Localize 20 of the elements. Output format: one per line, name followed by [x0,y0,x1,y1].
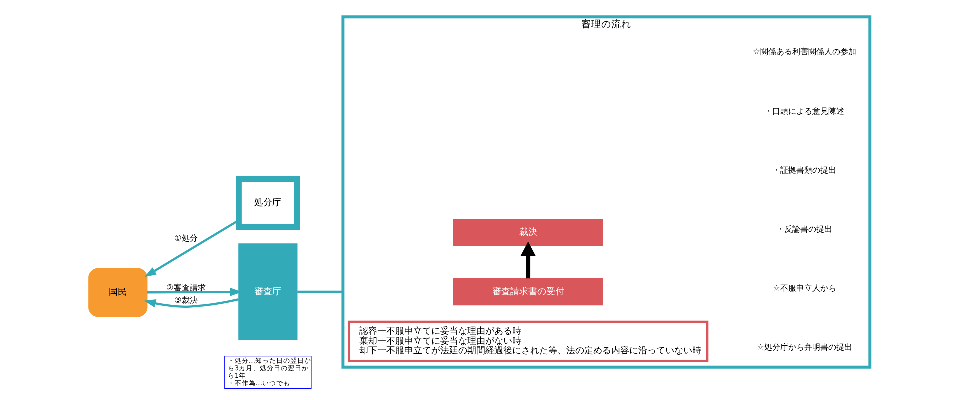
node-box: 裁決 [452,219,603,247]
node-box: 審査庁 [238,244,298,340]
label: ・反論書の提出 [776,224,832,234]
edge-label: ①処分 [174,232,198,243]
node-box: 国民 [88,268,148,318]
label: ☆関係ある利害関係人の参加 [752,46,856,57]
arrow [520,242,536,279]
node-box: 処分庁 [236,176,300,230]
arrow [144,298,239,308]
label: ・証拠書類の提出 [772,164,836,175]
node-box: 認容一不服申立てに妥当な理由がある時 棄却一不服申立てに妥当な理由がない時 却下一不服申立てが法廷の期間経過後にされた等、法の定める内容に沿っていない時 [348,320,708,362]
label: ☆処分庁から弁明書の提出 [756,342,852,352]
connector [297,290,343,294]
arrow [144,220,239,278]
label: ・口頭による意見陳述 [764,106,844,116]
arrow [147,288,242,296]
label: ☆不服申立人から [772,283,836,294]
edge-label: ②審査請求 [166,282,206,292]
node-box: 審査請求書の受付 [452,278,603,306]
edge-label: ③裁決 [174,294,198,305]
